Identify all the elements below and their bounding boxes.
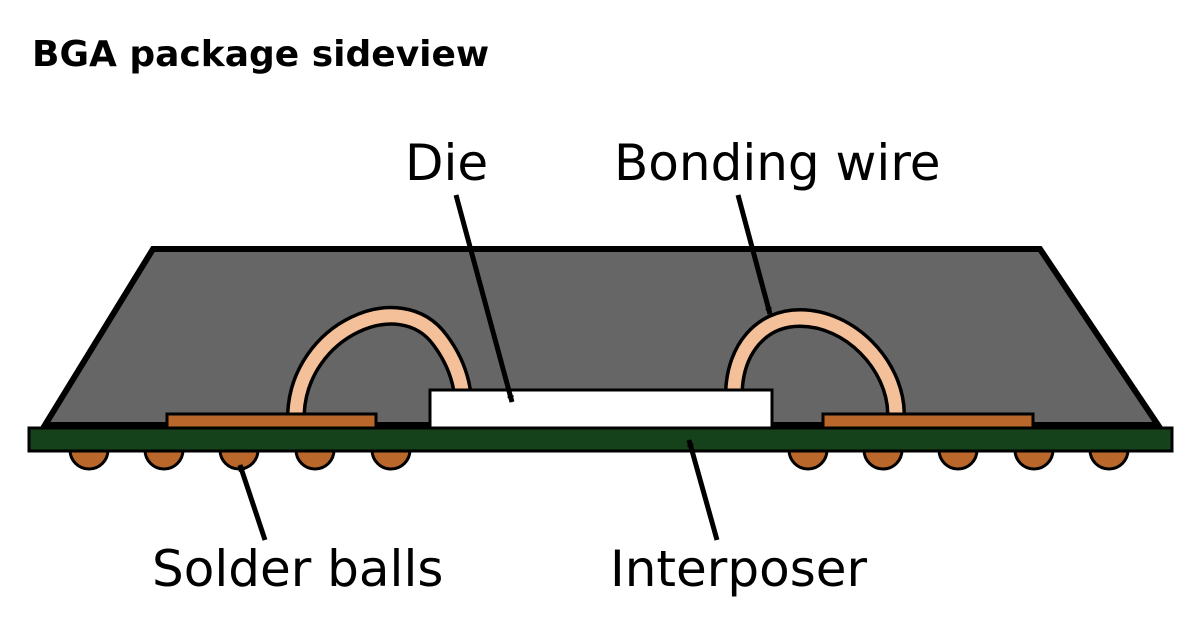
- bonding-wire-right-core: [727, 311, 903, 420]
- diagram-title: BGA package sideview: [32, 34, 489, 75]
- bond-pad-left: [165, 412, 378, 430]
- solder-ball: [68, 448, 110, 471]
- arrow-solder-balls: [237, 464, 268, 541]
- solder-ball: [862, 448, 904, 471]
- die: [428, 388, 774, 430]
- bonding-wire-left-core: [289, 309, 469, 420]
- label-interposer: Interposer: [610, 540, 867, 598]
- solder-ball: [937, 448, 979, 471]
- label-bonding-wire: Bonding wire: [614, 134, 941, 192]
- arrow-bonding-wire: [735, 194, 773, 315]
- solder-ball: [1088, 448, 1130, 471]
- label-die: Die: [405, 134, 488, 192]
- arrow-die: [453, 194, 515, 403]
- solder-ball: [787, 448, 829, 471]
- solder-ball: [370, 448, 412, 471]
- bond-pad-right: [821, 412, 1035, 430]
- solder-ball: [294, 448, 336, 471]
- solder-ball: [1013, 448, 1055, 471]
- arrow-interposer: [686, 439, 720, 541]
- solder-ball: [143, 448, 185, 471]
- label-solder-balls: Solder balls: [152, 540, 443, 598]
- interposer-substrate: [27, 426, 1174, 453]
- solder-balls: [68, 448, 1130, 471]
